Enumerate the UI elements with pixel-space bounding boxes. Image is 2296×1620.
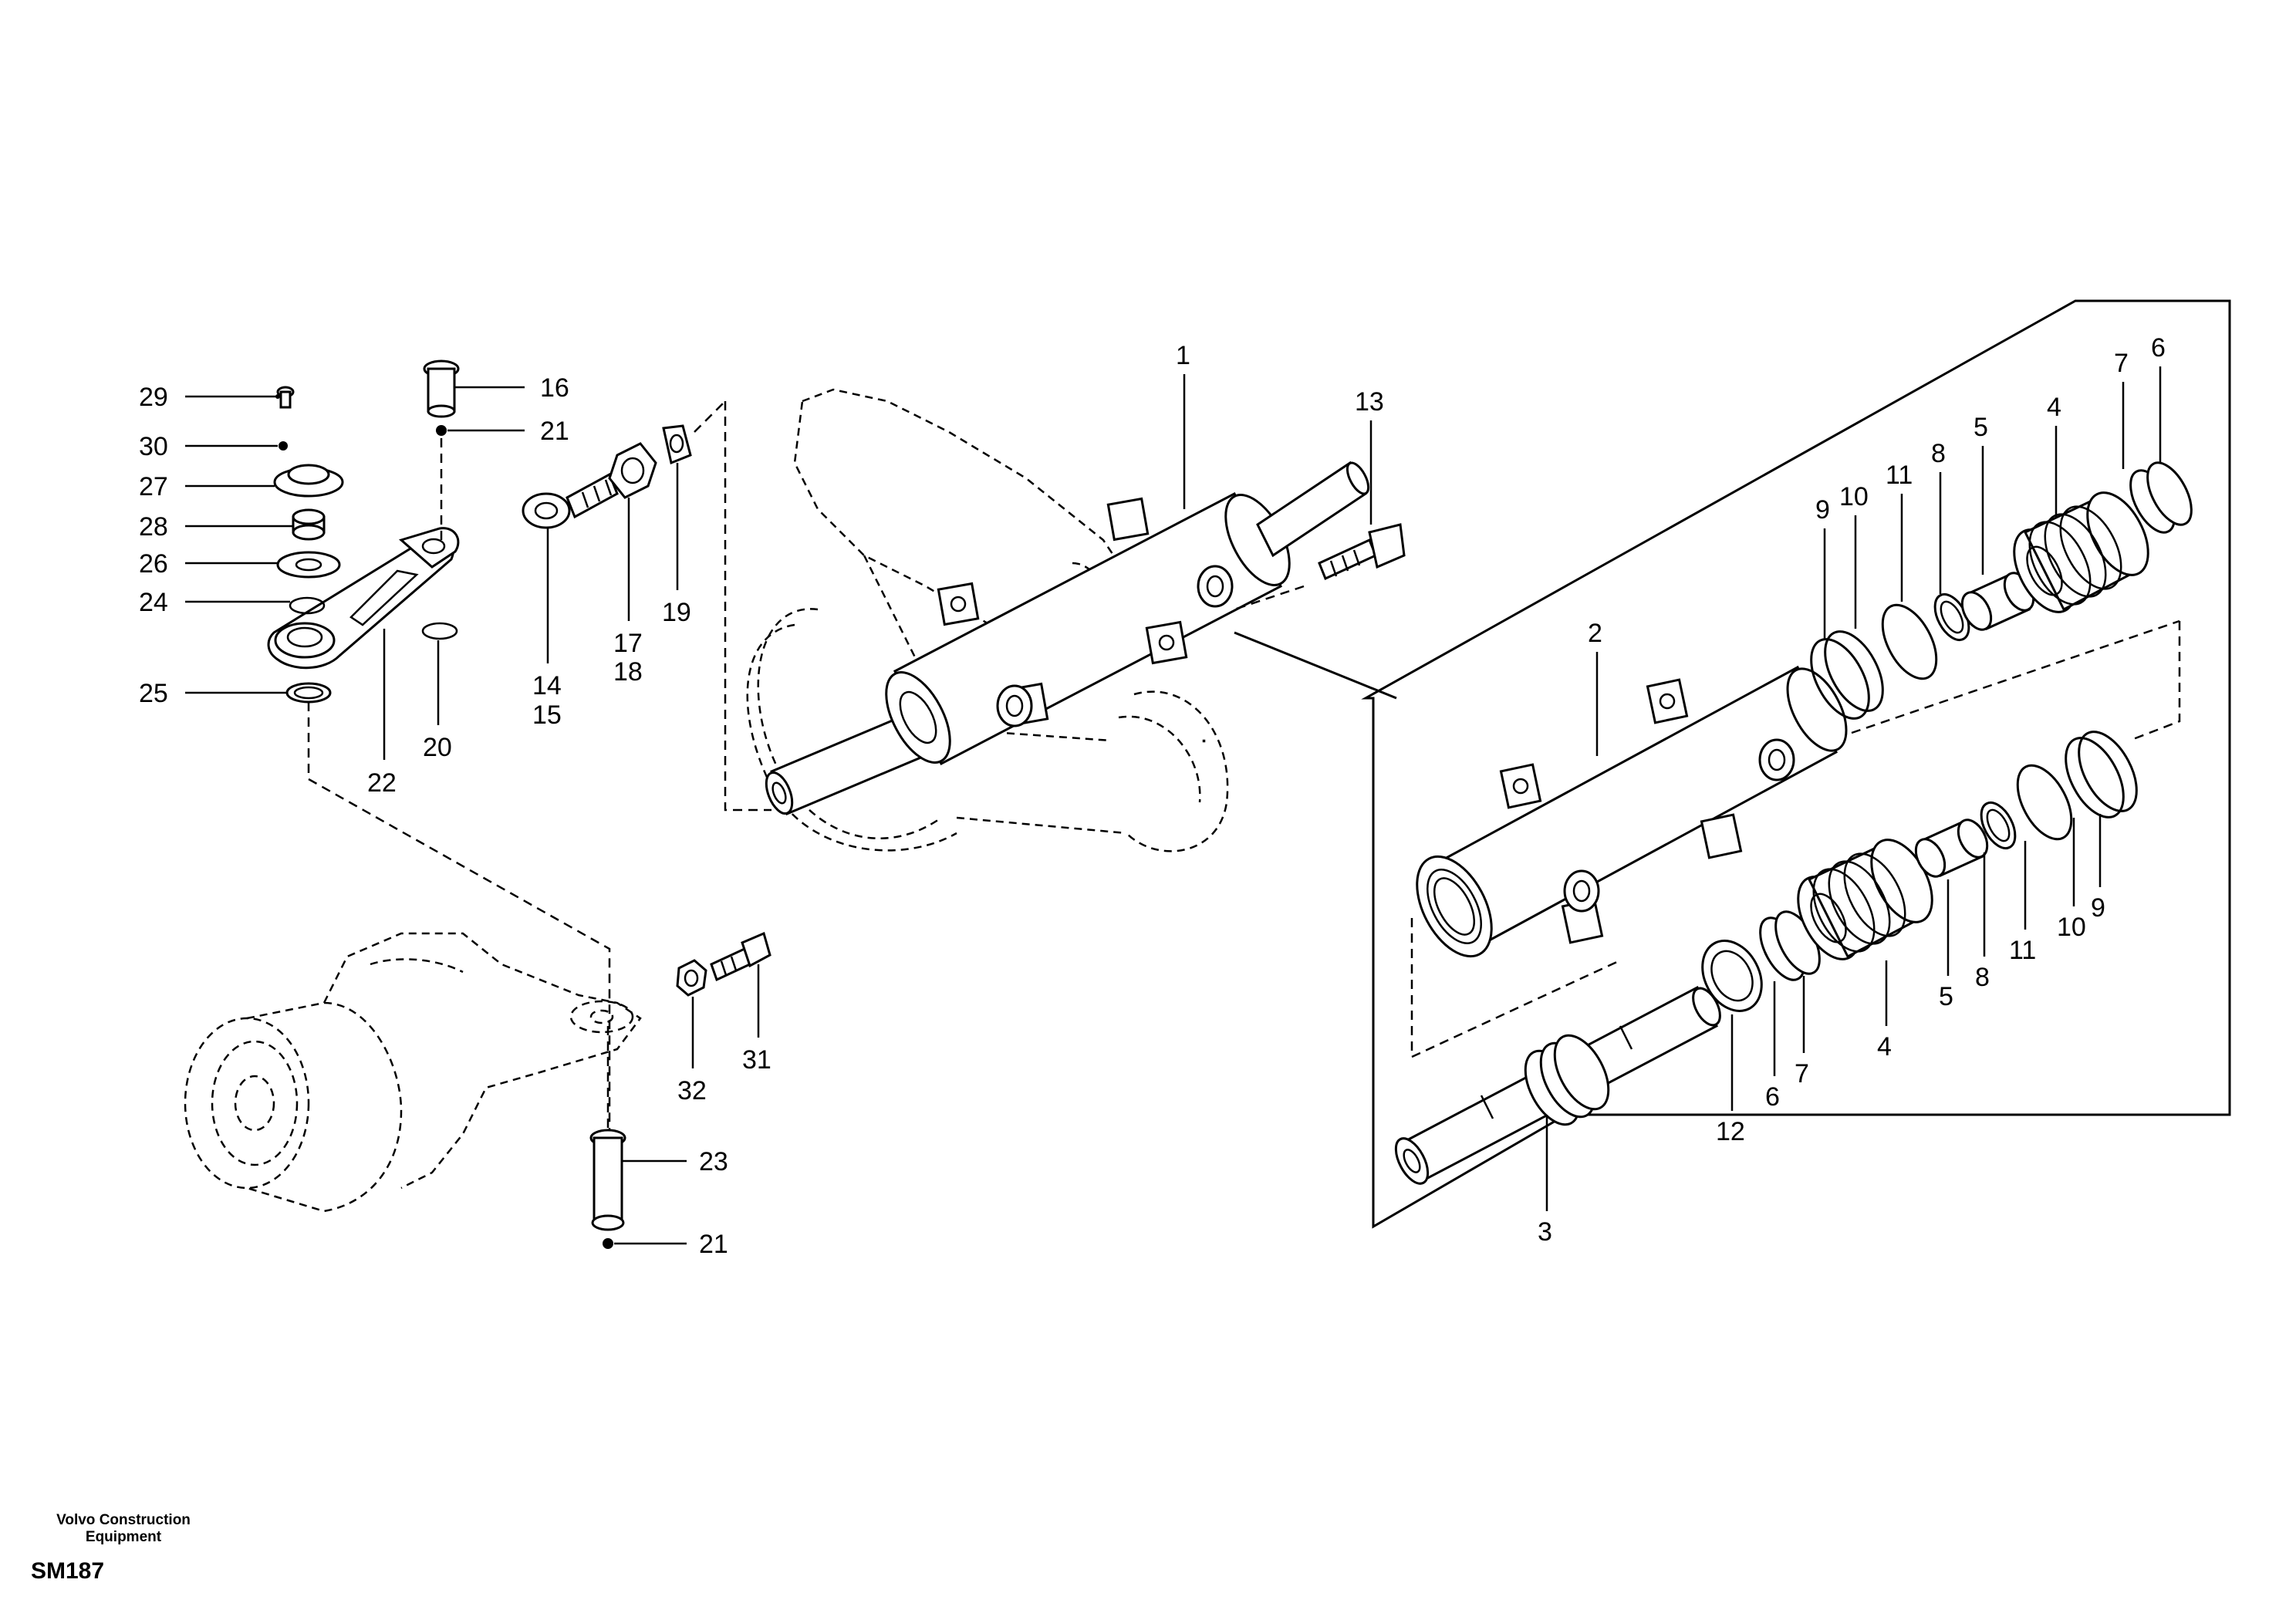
callout-7-upper: 7 <box>2114 349 2129 378</box>
washer-26 <box>276 551 341 579</box>
callout-24: 24 <box>139 588 168 617</box>
brand-line-1: Volvo Construction <box>56 1512 191 1528</box>
detail-frame <box>1234 299 2231 1229</box>
ring-11-upper <box>1881 603 1938 680</box>
callout-16: 16 <box>540 373 569 403</box>
callout-12: 12 <box>1716 1117 1745 1146</box>
callout-14: 14 <box>532 671 562 700</box>
nut-32 <box>676 959 707 997</box>
callout-11-lower: 11 <box>2009 936 2036 965</box>
ring-11-lower <box>2016 764 2073 841</box>
pin-16 <box>423 359 460 418</box>
callout-2: 2 <box>1588 619 1602 648</box>
leader-lines <box>185 366 2162 1245</box>
callout-18: 18 <box>613 657 643 687</box>
callout-9-lower: 9 <box>2091 893 2105 923</box>
nut-17 <box>608 442 657 499</box>
callout-7-lower: 7 <box>1795 1059 1809 1088</box>
callout-27: 27 <box>139 472 168 501</box>
rod-end-14 <box>522 472 619 529</box>
piston-4-upper <box>2013 491 2149 613</box>
knuckle-ghost <box>184 932 642 1213</box>
callout-8-lower: 8 <box>1975 963 1990 992</box>
callout-9-upper: 9 <box>1815 495 1830 525</box>
bolt-31 <box>710 931 772 982</box>
brand-caption: Volvo Construction Equipment <box>31 1512 216 1546</box>
brand-line-2: Equipment <box>85 1529 162 1545</box>
callout-31: 31 <box>742 1045 772 1075</box>
ring-24 <box>289 596 326 615</box>
callout-28: 28 <box>139 512 168 542</box>
callout-32: 32 <box>677 1076 707 1105</box>
steering-cylinder <box>765 461 1370 815</box>
callout-10-upper: 10 <box>1839 482 1869 511</box>
ring-12 <box>1701 940 1763 1012</box>
assembly-lines <box>307 400 1305 1130</box>
callout-26: 26 <box>139 549 168 579</box>
steering-arm-22 <box>267 527 460 670</box>
callout-25: 25 <box>139 679 168 708</box>
callout-10-lower: 10 <box>2057 913 2086 942</box>
callout-3: 3 <box>1538 1217 1552 1247</box>
ring-10-lower <box>2065 737 2125 818</box>
bushing-5-upper <box>1960 572 2035 631</box>
ring-25 <box>285 682 332 704</box>
callout-5-lower: 5 <box>1939 982 1953 1011</box>
callout-29: 29 <box>139 383 168 412</box>
bolt-13 <box>1318 523 1406 581</box>
callout-19: 19 <box>662 598 691 627</box>
callout-30: 30 <box>139 432 168 461</box>
nipple-30 <box>279 441 288 451</box>
callout-1: 1 <box>1176 341 1190 370</box>
detail-dash <box>1410 619 2181 1058</box>
callout-23: 23 <box>699 1147 728 1176</box>
ring-9-lower <box>2078 731 2138 812</box>
callout-6-upper: 6 <box>2151 333 2166 363</box>
piston-rod-3 <box>1394 985 1721 1185</box>
callout-17: 17 <box>613 629 643 658</box>
cylinder-tube-2 <box>1416 665 1848 958</box>
bushing-5-lower <box>1914 818 1989 878</box>
callout-13: 13 <box>1355 387 1384 417</box>
ring-20 <box>421 622 458 640</box>
callout-21-top: 21 <box>540 417 569 446</box>
callout-labels: 29 30 27 28 26 24 25 16 21 22 20 14 15 1… <box>139 333 2166 1259</box>
callout-11-upper: 11 <box>1886 461 1913 490</box>
drawing-code: SM187 <box>31 1558 105 1584</box>
callout-6-lower: 6 <box>1765 1082 1780 1112</box>
nipple-21-top <box>436 425 447 436</box>
cap-27 <box>273 464 344 498</box>
callout-4-lower: 4 <box>1877 1032 1892 1061</box>
washer-19 <box>662 424 692 465</box>
callout-21-bottom: 21 <box>699 1230 728 1259</box>
ring-8-lower <box>1980 802 2017 849</box>
ring-6-upper <box>2146 461 2193 526</box>
callout-4-upper: 4 <box>2047 393 2061 422</box>
ring-9-upper <box>1810 638 1870 720</box>
callout-5-upper: 5 <box>1974 413 1988 442</box>
ring-10-upper <box>1824 630 1884 712</box>
callout-22: 22 <box>367 768 397 798</box>
pin-23 <box>589 1129 626 1231</box>
bushing-28 <box>292 508 326 541</box>
nipple-21-bottom <box>603 1238 613 1249</box>
callout-8-upper: 8 <box>1931 439 1946 468</box>
screw-29 <box>276 386 295 409</box>
callout-20: 20 <box>423 733 452 762</box>
callout-15: 15 <box>532 700 562 730</box>
